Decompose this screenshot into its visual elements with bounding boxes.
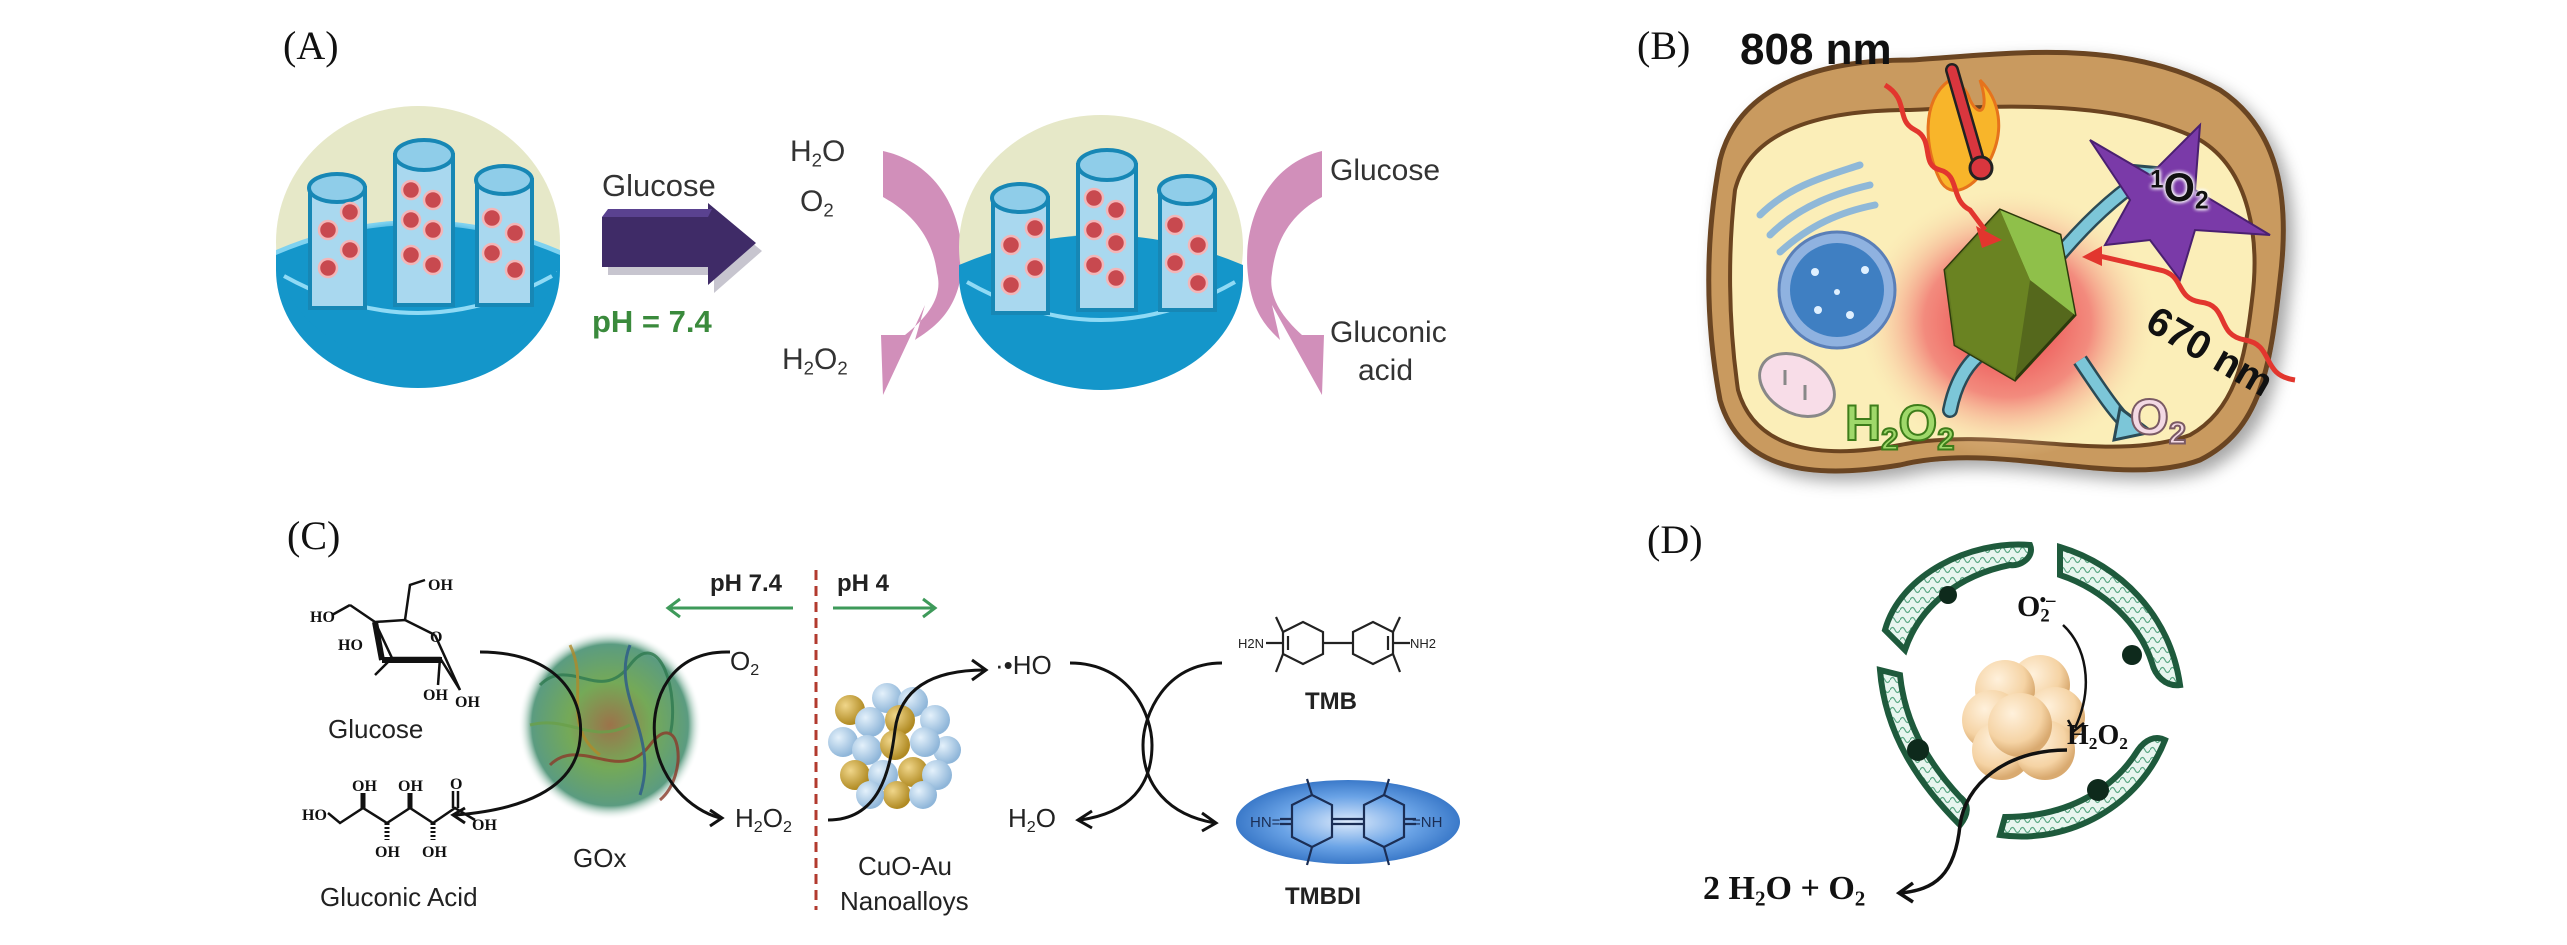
panel-label-b: (B) <box>1637 23 1691 68</box>
gluconic-acid-label: Gluconic Acid <box>320 882 478 912</box>
pore-right <box>474 164 534 307</box>
products-label: 2 H2O + O2 <box>1703 870 1866 911</box>
panel-label-d: (D) <box>1647 517 1703 562</box>
singlet-oxygen-star <box>2089 122 2271 283</box>
o2-substrate-label: O2 <box>730 646 760 679</box>
tmb-nh2: NH2 <box>1410 636 1436 651</box>
right-cycle-arrow <box>1247 151 1324 395</box>
glucose-ho-1: HO <box>310 609 335 626</box>
protein-cage-icon <box>1876 541 2184 840</box>
pore-left <box>307 172 367 310</box>
o2-label: O2 <box>800 185 834 221</box>
mesoporous-nanoparticle-loaded <box>276 106 560 388</box>
laser-808-wave <box>1883 82 1987 232</box>
gluconic-oh-3: OH <box>472 817 497 834</box>
nanoalloy-label-line1: CuO-Au <box>858 851 952 881</box>
output-glucose-label: Glucose <box>1330 154 1441 187</box>
gluconic-oh-1: OH <box>352 778 377 795</box>
glucose-oh-4: OH <box>455 694 480 711</box>
gluconic-oh-2: OH <box>398 778 423 795</box>
gox-label: GOx <box>573 843 627 873</box>
nanoalloy-label-line2: Nanoalloys <box>840 886 969 916</box>
tmb-oxidation-arrows <box>1069 661 1223 833</box>
gluconic-acid-structure: HO OH OH O OH OH OH <box>302 776 497 861</box>
gox-reaction-arrows <box>450 650 731 828</box>
golgi-icon <box>1756 161 1879 256</box>
glucose-oh-top: OH <box>428 577 453 594</box>
gox-enzyme-icon <box>518 630 702 820</box>
input-glucose-label: Glucose <box>602 168 716 203</box>
laser-670-wave <box>2094 252 2296 383</box>
singlet-oxygen-label: 1O2 <box>2150 166 2209 215</box>
tmbdi-structure: HN= =NH <box>1236 778 1460 866</box>
tmb-h2n: H2N <box>1238 636 1264 651</box>
ph-divider <box>814 570 818 910</box>
tmbdi-label: TMBDI <box>1285 883 1361 910</box>
nucleus-icon <box>1777 230 1897 350</box>
glucose-structure: OH HO HO O OH OH <box>310 577 480 711</box>
tmb-label: TMB <box>1305 688 1357 715</box>
ph-direction-arrows <box>665 597 938 619</box>
tmbdi-nh: =NH <box>1412 814 1442 831</box>
cancer-cell <box>1706 49 2296 474</box>
gluconic-ho: HO <box>302 807 327 824</box>
tmbdi-hn: HN= <box>1250 814 1281 831</box>
product-o2-label: O2 <box>2129 389 2187 451</box>
h2o2-intermediate-label: H2O2 <box>735 803 792 836</box>
gluconic-label: Gluconic <box>1330 316 1447 349</box>
h2o2-label: H2O2 <box>782 343 848 379</box>
acid-label: acid <box>1358 354 1414 387</box>
glucose-label: Glucose <box>328 714 424 744</box>
h2o2-label-d: H2O2 <box>2067 720 2128 754</box>
release-arrow <box>602 203 762 293</box>
glucose-ho-2: HO <box>338 637 363 654</box>
superoxide-label: O2•– <box>2017 589 2056 627</box>
ph-neutral-label: pH 7.4 <box>710 570 783 597</box>
nanoalloy-reaction-arrow <box>827 658 989 822</box>
laser-808-label: 808 nm <box>1740 25 1892 74</box>
cuo-au-nanoalloy-icon <box>828 683 961 809</box>
nanocube-icon <box>1943 208 2077 382</box>
glucose-ring-o: O <box>430 629 442 646</box>
glucose-oh-3: OH <box>423 687 448 704</box>
gold-cluster <box>1962 655 2085 780</box>
h2o-label: H2O <box>790 135 846 171</box>
ph-condition-label: pH = 7.4 <box>592 304 712 339</box>
catalase-reaction-arrow <box>1895 748 2068 904</box>
mitochondrion-icon <box>1758 352 1836 418</box>
water-label: H2O <box>1008 803 1056 836</box>
gluconic-oh-4: OH <box>375 844 400 861</box>
panel-label-a: (A) <box>283 23 339 68</box>
gluconic-oh-5: OH <box>422 844 447 861</box>
panel-label-c: (C) <box>287 513 341 558</box>
left-cycle-arrow <box>881 151 962 395</box>
tmb-structure: H2N NH2 <box>1238 616 1436 673</box>
substrate-h2o2-label: H2O2 <box>1844 395 1956 457</box>
gluconic-o: O <box>450 776 462 793</box>
ph-acidic-label: pH 4 <box>837 570 890 597</box>
hydroxyl-radical-label: ·•HO <box>995 650 1052 680</box>
mesoporous-nanoparticle-active <box>959 115 1243 390</box>
heat-thermometer-icon <box>1926 63 2001 192</box>
